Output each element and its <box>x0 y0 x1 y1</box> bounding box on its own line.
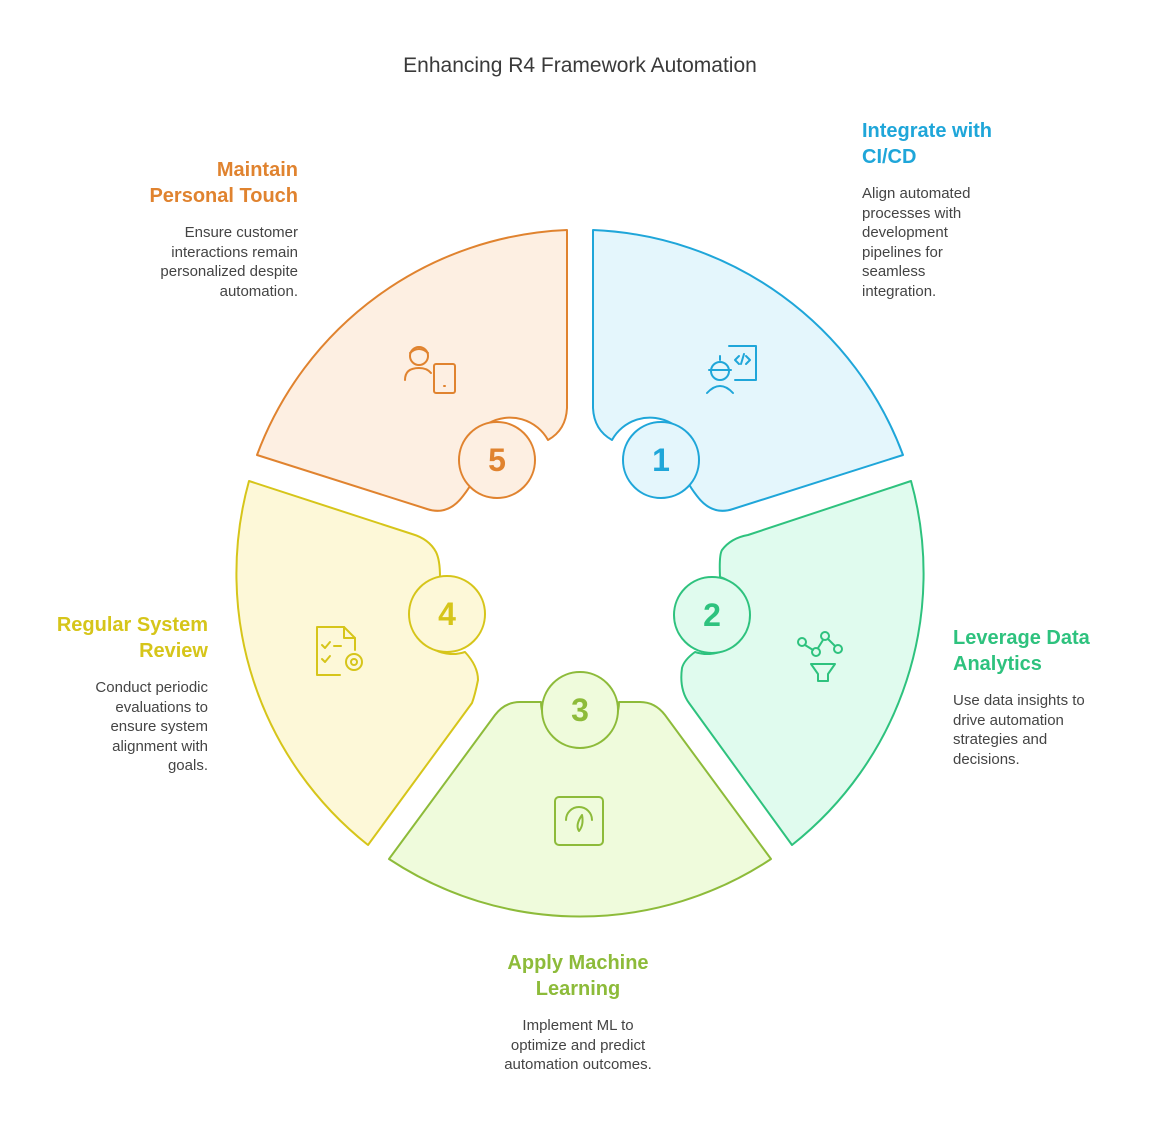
step-2-heading: Leverage Data Analytics <box>953 627 1090 675</box>
step-badge-1: 1 <box>622 421 700 499</box>
segment-2-shape <box>680 480 925 846</box>
diagram-title: Enhancing R4 Framework Automation <box>403 54 757 77</box>
step-4-heading: Regular System Review <box>56 614 208 662</box>
segment-5 <box>256 229 568 512</box>
segment-5-shape <box>256 229 568 512</box>
segment-2 <box>680 480 925 846</box>
step-3-label: Apply Machine Learning Implement ML to o… <box>488 950 668 1075</box>
step-4-label: Regular System Review Conduct periodic e… <box>28 612 208 776</box>
data-funnel-icon <box>797 631 843 682</box>
step-2-label: Leverage Data Analytics Use data insight… <box>953 625 1133 769</box>
checklist-gear-icon <box>316 626 363 676</box>
step-5-heading: Maintain Personal Touch <box>149 159 298 207</box>
step-3-description: Implement ML to optimize and predict aut… <box>504 1017 652 1073</box>
step-badge-2: 2 <box>673 576 751 654</box>
step-5-description: Ensure customer interactions remain pers… <box>160 224 298 300</box>
person-device-icon <box>404 346 456 394</box>
step-number-4: 4 <box>438 596 456 632</box>
step-4-description: Conduct periodic evaluations to ensure s… <box>95 679 208 774</box>
segment-3 <box>388 701 772 918</box>
step-number-5: 5 <box>488 442 506 478</box>
segment-3-shape <box>388 701 772 918</box>
gauge-icon <box>554 796 604 846</box>
developer-code-icon <box>706 345 757 394</box>
step-number-2: 2 <box>703 597 721 633</box>
step-badge-3: 3 <box>541 671 619 749</box>
step-5-label: Maintain Personal Touch Ensure customer … <box>118 157 298 301</box>
segment-1 <box>592 229 904 512</box>
segment-4 <box>235 480 479 846</box>
step-number-1: 1 <box>652 442 670 478</box>
step-badge-5: 5 <box>458 421 536 499</box>
step-1-heading: Integrate with CI/CD <box>862 120 993 168</box>
step-badge-4: 4 <box>408 575 486 653</box>
step-number-3: 3 <box>571 692 589 728</box>
step-3-heading: Apply Machine Learning <box>507 952 649 1000</box>
step-1-description: Align automated processes with developme… <box>862 185 971 300</box>
step-1-label: Integrate with CI/CD Align automated pro… <box>862 118 1022 301</box>
step-2-description: Use data insights to drive automation st… <box>953 692 1085 768</box>
segment-1-shape <box>592 229 904 512</box>
